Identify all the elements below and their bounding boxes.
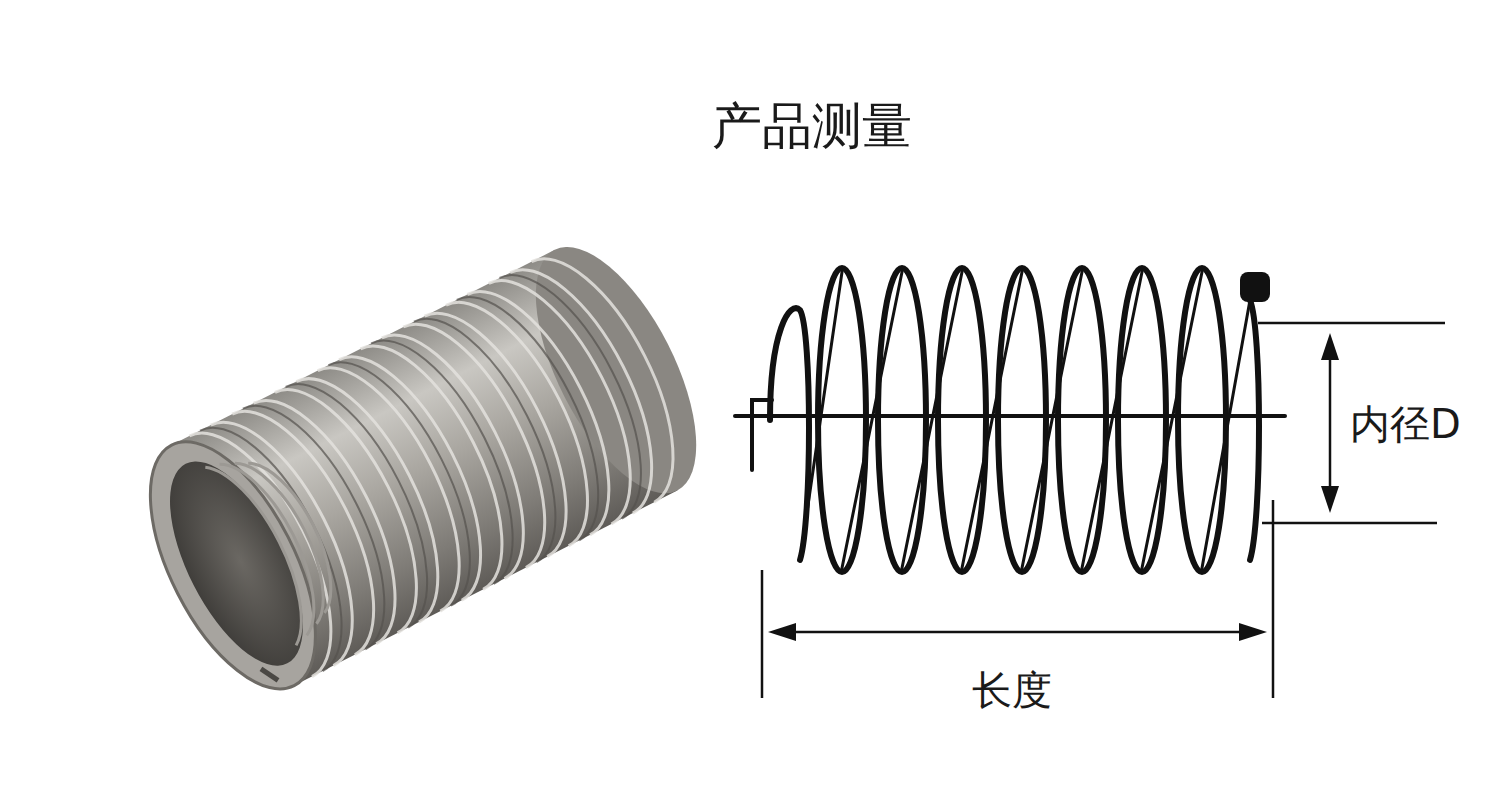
dimension-label: 内径D	[1350, 402, 1461, 446]
title: 产品测量	[712, 99, 912, 154]
coil-drawing	[735, 268, 1285, 572]
dimension-label: 长度	[972, 668, 1052, 712]
dimension-lines	[762, 323, 1445, 698]
thread-insert-photo	[116, 224, 729, 714]
